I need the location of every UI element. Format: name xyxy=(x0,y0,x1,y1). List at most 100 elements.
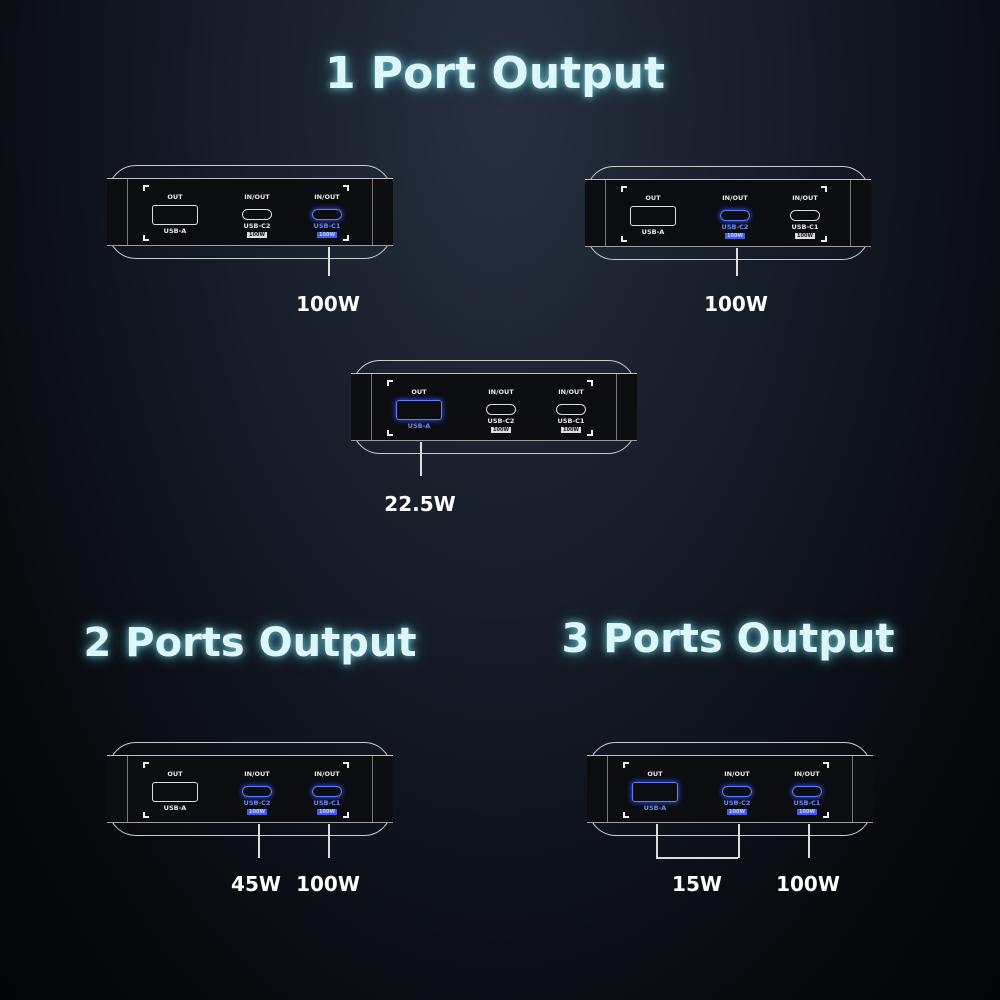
frame-corner xyxy=(621,236,627,242)
usb-c-port-icon xyxy=(556,404,586,415)
port-name: USB-C2 xyxy=(721,223,749,231)
usb-c-port-icon xyxy=(790,210,820,221)
frame-corner xyxy=(823,762,829,768)
output-wattage: 100W xyxy=(296,292,360,316)
power-bank-one-port-a: OUT USB-A IN/OUT USB-C2 100W IN/OUT USB-C1 100W xyxy=(351,360,637,454)
callout-line xyxy=(328,247,330,276)
port-name: USB-A xyxy=(163,804,187,812)
port-direction-label: IN/OUT xyxy=(724,770,750,778)
port-name: USB-C1 xyxy=(557,417,585,425)
port-name: USB-C1 xyxy=(793,799,821,807)
port-a[interactable]: OUT USB-A xyxy=(140,756,210,812)
title-3-ports: 3 Ports Output xyxy=(561,616,895,662)
frame-corner xyxy=(821,236,827,242)
usb-c-port-icon xyxy=(792,786,822,797)
port-direction-label: IN/OUT xyxy=(558,388,584,396)
port-direction-label: IN/OUT xyxy=(488,388,514,396)
usb-c-port-icon xyxy=(312,209,342,220)
port-name: USB-C2 xyxy=(243,222,271,230)
usb-a-port-icon xyxy=(152,782,198,802)
callout-line xyxy=(328,824,330,858)
port-direction-label: OUT xyxy=(411,388,427,396)
frame-corner xyxy=(143,762,149,768)
frame-corner xyxy=(387,430,393,436)
port-wattage-badge: 100W xyxy=(491,427,511,433)
output-wattage: 22.5W xyxy=(384,492,456,516)
port-name: USB-C2 xyxy=(723,799,751,807)
port-direction-label: OUT xyxy=(647,770,663,778)
frame-corner xyxy=(587,430,593,436)
frame-corner xyxy=(343,812,349,818)
port-c2[interactable]: IN/OUT USB-C2 100W xyxy=(222,179,292,238)
port-c1[interactable]: IN/OUT USB-C1 100W xyxy=(772,756,842,815)
port-wattage-badge: 100W xyxy=(247,232,267,238)
port-name: USB-A xyxy=(407,422,431,430)
frame-corner xyxy=(143,812,149,818)
frame-corner xyxy=(343,235,349,241)
output-wattage: 100W xyxy=(296,872,360,896)
port-c1[interactable]: IN/OUT USB-C1 100W xyxy=(770,180,840,239)
frame-corner xyxy=(387,380,393,386)
usb-c-port-icon xyxy=(242,786,272,797)
port-wattage-badge: 100W xyxy=(797,809,817,815)
port-direction-label: IN/OUT xyxy=(792,194,818,202)
port-direction-label: IN/OUT xyxy=(314,770,340,778)
port-direction-label: IN/OUT xyxy=(244,193,270,201)
callout-line xyxy=(258,824,260,858)
port-wattage-badge: 100W xyxy=(725,233,745,239)
frame-corner xyxy=(623,812,629,818)
port-c1[interactable]: IN/OUT USB-C1 100W xyxy=(292,179,362,238)
power-bank-one-port-c2: OUT USB-A IN/OUT USB-C2 100W IN/OUT USB-C1 100W xyxy=(585,166,871,260)
port-name: USB-C1 xyxy=(791,223,819,231)
output-wattage: 15W xyxy=(672,872,722,896)
frame-corner xyxy=(621,186,627,192)
usb-a-port-icon xyxy=(630,206,676,226)
port-panel: OUT USB-A IN/OUT USB-C2 100W IN/OUT USB-C1 100W xyxy=(585,179,871,247)
port-wattage-badge: 100W xyxy=(317,232,337,238)
port-direction-label: IN/OUT xyxy=(794,770,820,778)
port-c2[interactable]: IN/OUT USB-C2 100W xyxy=(700,180,770,239)
port-c2[interactable]: IN/OUT USB-C2 100W xyxy=(466,374,536,433)
port-direction-label: IN/OUT xyxy=(314,193,340,201)
output-wattage: 100W xyxy=(704,292,768,316)
port-name: USB-A xyxy=(641,228,665,236)
usb-c-port-icon xyxy=(312,786,342,797)
port-wattage-badge: 100W xyxy=(795,233,815,239)
usb-c-port-icon xyxy=(720,210,750,221)
port-name: USB-C2 xyxy=(243,799,271,807)
port-wattage-badge: 100W xyxy=(561,427,581,433)
port-direction-label: OUT xyxy=(645,194,661,202)
callout-bracket xyxy=(656,857,738,859)
frame-corner xyxy=(587,380,593,386)
port-name: USB-C1 xyxy=(313,222,341,230)
frame-corner xyxy=(143,235,149,241)
usb-a-port-icon xyxy=(152,205,198,225)
callout-line xyxy=(656,824,658,858)
port-name: USB-C2 xyxy=(487,417,515,425)
port-c1[interactable]: IN/OUT USB-C1 100W xyxy=(536,374,606,433)
frame-corner xyxy=(821,186,827,192)
callout-line xyxy=(738,824,740,858)
title-1-port: 1 Port Output xyxy=(324,48,666,99)
port-direction-label: IN/OUT xyxy=(722,194,748,202)
title-2-ports: 2 Ports Output xyxy=(83,620,417,666)
port-a[interactable]: OUT USB-A xyxy=(618,180,688,236)
port-panel: OUT USB-A IN/OUT USB-C2 100W IN/OUT USB-C1 100W xyxy=(351,373,637,441)
usb-a-port-icon xyxy=(396,400,442,420)
frame-corner xyxy=(623,762,629,768)
port-a[interactable]: OUT USB-A xyxy=(384,374,454,430)
frame-corner xyxy=(343,185,349,191)
port-direction-label: OUT xyxy=(167,770,183,778)
usb-c-port-icon xyxy=(486,404,516,415)
port-wattage-badge: 100W xyxy=(247,809,267,815)
